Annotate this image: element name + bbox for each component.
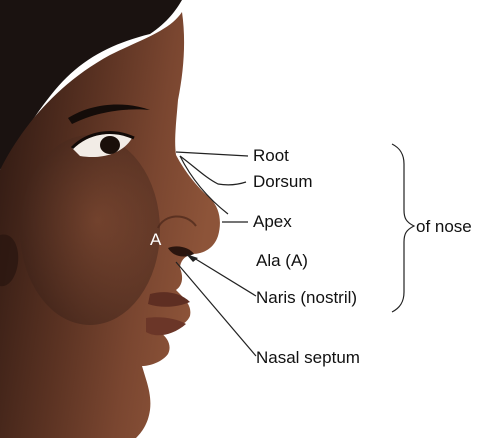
root-leader (176, 152, 248, 156)
dorsum-label: Dorsum (253, 172, 313, 192)
iris (100, 136, 120, 154)
group-brace (392, 144, 414, 312)
ala-marker-a: A (150, 230, 161, 250)
of-nose-label: of nose (416, 217, 472, 237)
naris-leader (194, 258, 256, 296)
naris-arrow-head (186, 254, 198, 262)
cheek-shading (20, 135, 160, 325)
apex-label: Apex (253, 212, 292, 232)
septum-label: Nasal septum (256, 348, 360, 368)
naris-label: Naris (nostril) (256, 288, 357, 308)
ala-label: Ala (A) (256, 251, 308, 271)
root-label: Root (253, 146, 289, 166)
